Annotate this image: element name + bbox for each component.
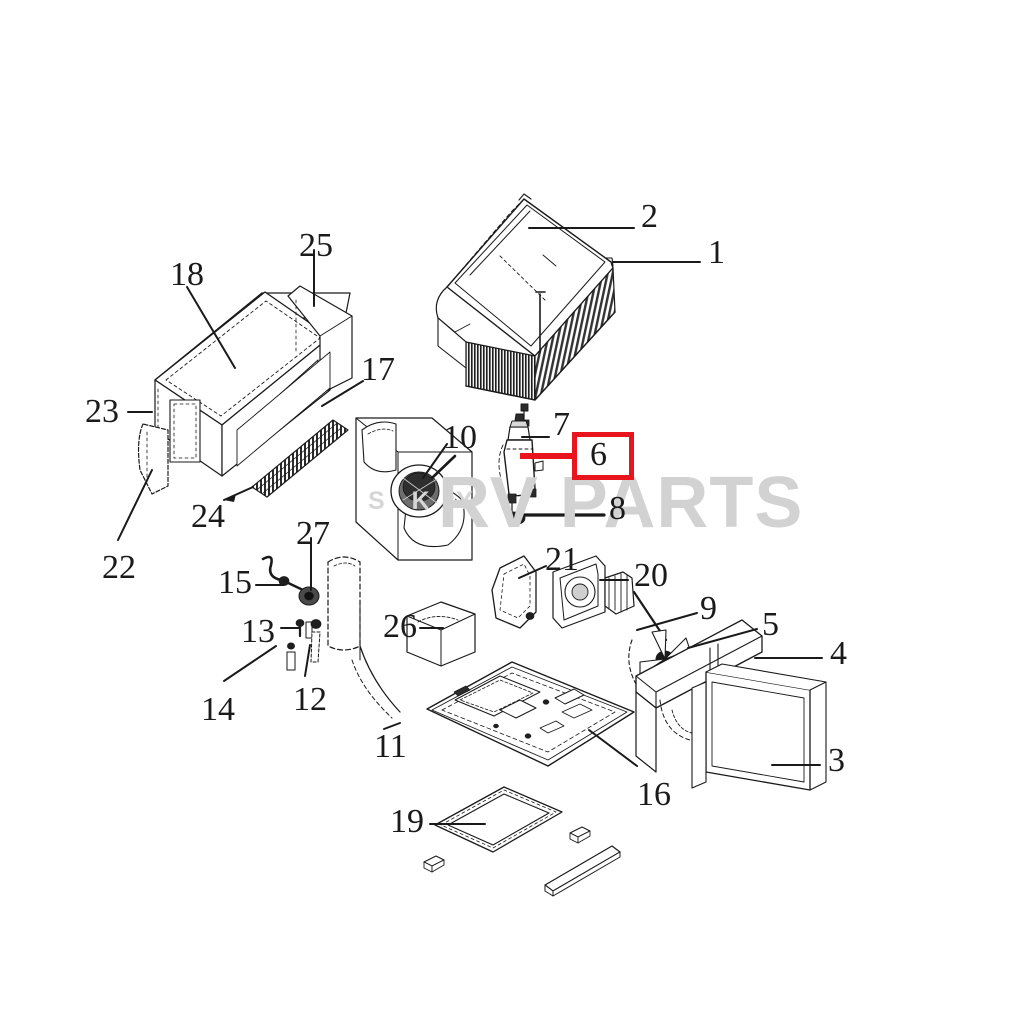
- part-long-bolt-8: [510, 511, 606, 525]
- callout-number-4: 4: [830, 635, 847, 672]
- callout-number-27: 27: [296, 515, 330, 552]
- callout-number-22: 22: [102, 549, 136, 586]
- callout-number-21: 21: [545, 541, 579, 578]
- callout-number-9: 9: [700, 590, 717, 627]
- callout-number-16: 16: [637, 776, 671, 813]
- callout-number-11: 11: [374, 728, 407, 765]
- part-compressor-assembly: [498, 413, 544, 520]
- part-main-shroud-assembly: [435, 193, 616, 401]
- part-condenser-coil-3: [691, 663, 827, 791]
- callout-number-14: 14: [201, 691, 235, 728]
- part-fan-motor-assembly: [552, 555, 668, 642]
- part-condenser-shroud-4: [635, 619, 763, 773]
- callout-number-26: 26: [383, 608, 417, 645]
- leader-lines: [117, 227, 823, 825]
- part-hardware-cluster: [261, 555, 401, 719]
- callout-number-5: 5: [762, 606, 779, 643]
- callout-number-23: 23: [85, 393, 119, 430]
- callout-number-25: 25: [299, 227, 333, 264]
- highlight-leader-line: [520, 453, 576, 459]
- callout-number-12: 12: [293, 681, 327, 718]
- callout-number-7: 7: [553, 406, 570, 443]
- callout-number-6: 6: [590, 436, 607, 473]
- part-drain-bracket-26: [406, 601, 476, 667]
- part-seal-21: [491, 555, 537, 629]
- callout-number-13: 13: [241, 613, 275, 650]
- part-small-blocks: [423, 826, 591, 873]
- callout-number-19: 19: [390, 803, 424, 840]
- callout-number-24: 24: [191, 498, 225, 535]
- callout-number-18: 18: [170, 256, 204, 293]
- callout-number-17: 17: [361, 351, 395, 388]
- part-gasket-19: [434, 786, 563, 853]
- callout-number-15: 15: [218, 564, 252, 601]
- callout-number-2: 2: [641, 198, 658, 235]
- callout-number-10: 10: [443, 419, 477, 456]
- highlight-box-part-6: [572, 432, 634, 480]
- part-blower-assembly: [355, 417, 473, 561]
- part-base-pan-16: [426, 661, 635, 767]
- part-long-rail: [544, 845, 621, 897]
- part-left-shroud-assembly: [137, 285, 353, 498]
- callout-number-1: 1: [708, 234, 725, 271]
- callout-number-20: 20: [634, 557, 668, 594]
- callout-number-8: 8: [609, 490, 626, 527]
- callout-number-3: 3: [828, 742, 845, 779]
